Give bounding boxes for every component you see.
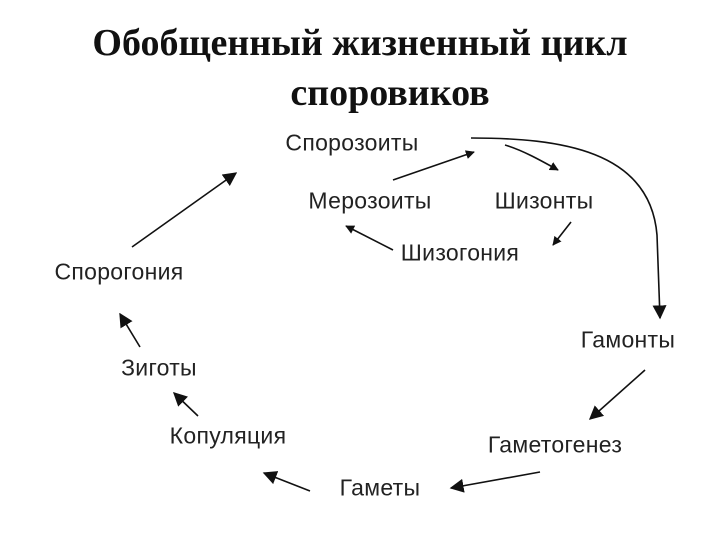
node-sporozoites: Спорозоиты bbox=[285, 129, 419, 156]
node-gametogenesis: Гаметогенез bbox=[487, 431, 623, 458]
node-merozoites: Мерозоиты bbox=[308, 187, 432, 214]
arrow-zygotes-to-sporogony bbox=[119, 312, 141, 348]
arrow-schizogony-to-merozoites bbox=[345, 225, 394, 251]
diagram-title-line-1: Обобщенный жизненный цикл bbox=[92, 22, 628, 64]
arrow-merozoites-to-sporozoites bbox=[392, 150, 475, 181]
diagram-title-line-2: споровиков bbox=[290, 72, 490, 114]
arrow-sporogony-to-sporozoites bbox=[131, 172, 238, 248]
node-schizogony: Шизогония bbox=[400, 239, 520, 266]
node-gametes: Гаметы bbox=[339, 474, 421, 501]
node-schizonts: Шизонты bbox=[494, 187, 594, 214]
arrow-sporozoites-to-gamonts bbox=[470, 137, 667, 320]
arrow-gamonts-to-gametogenesis bbox=[588, 369, 646, 420]
arrow-copulation-to-zygotes bbox=[172, 392, 199, 417]
node-gamonts: Гамонты bbox=[580, 326, 676, 353]
arrow-schizonts-to-schizogony bbox=[552, 221, 572, 246]
node-sporogony: Спорогония bbox=[54, 258, 184, 285]
arrow-gametogenesis-to-gametes bbox=[449, 471, 541, 493]
node-copulation: Копуляция bbox=[169, 422, 287, 449]
arrow-gametes-to-copulation bbox=[262, 471, 311, 492]
arrow-sporozoites-to-schizonts bbox=[504, 144, 559, 171]
node-zygotes: Зиготы bbox=[121, 354, 197, 381]
